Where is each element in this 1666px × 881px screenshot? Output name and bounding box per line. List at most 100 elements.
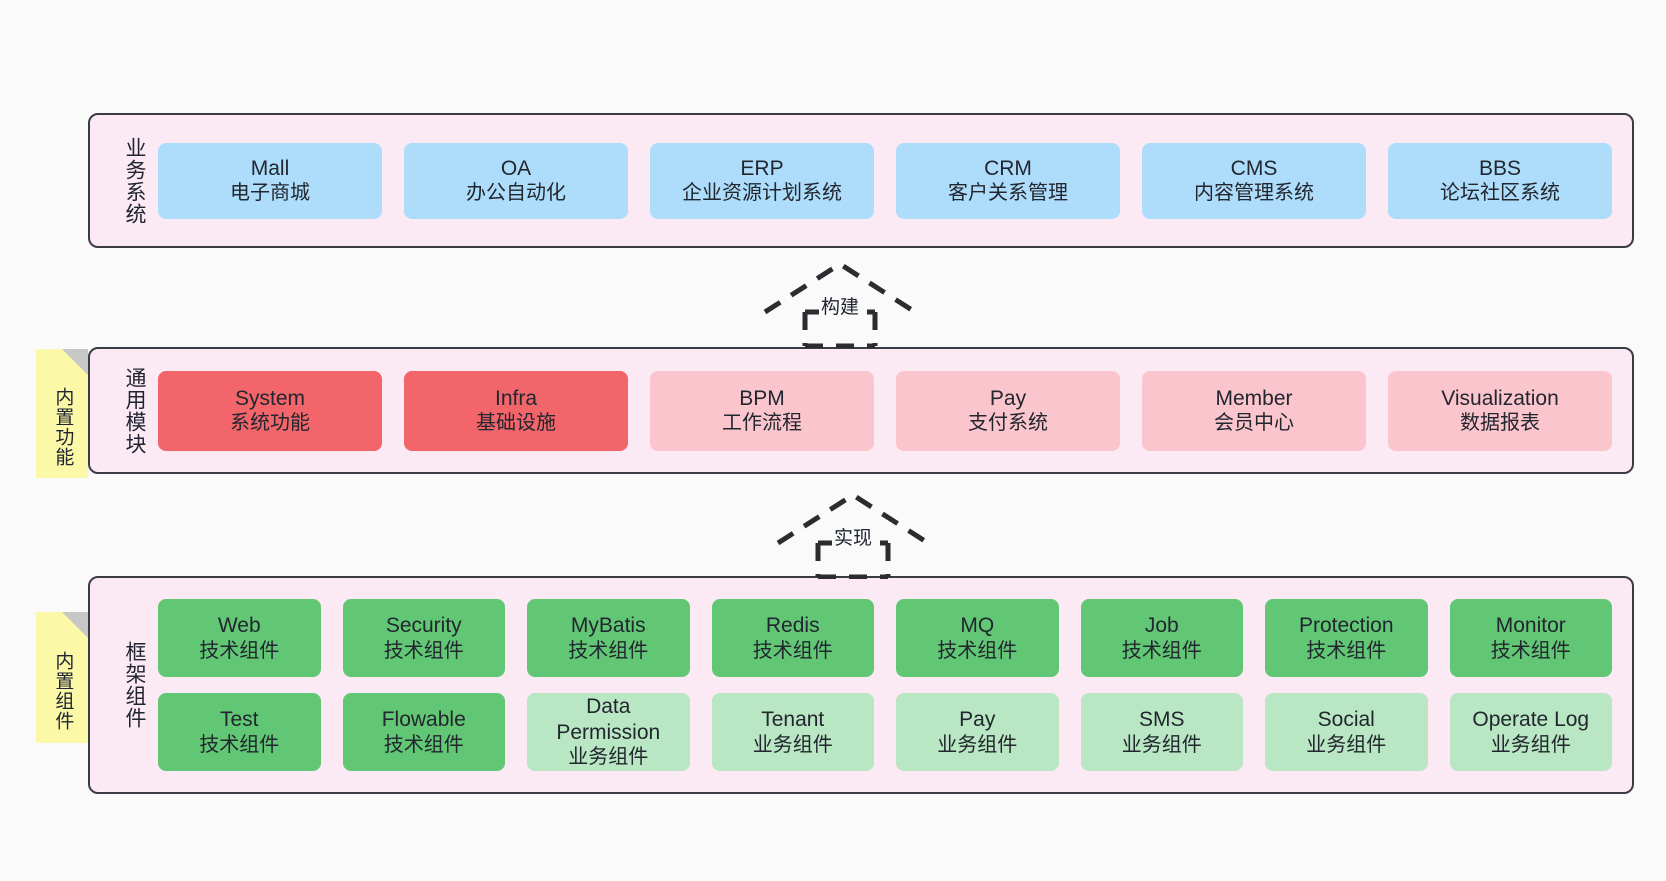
card-subtitle: 基础设施	[476, 412, 556, 435]
card-mq[interactable]: MQ 技术组件	[896, 599, 1059, 677]
sticky-note-builtin-components[interactable]: 内置组件	[36, 612, 88, 743]
card-data-permission[interactable]: Data Permission 业务组件	[527, 693, 690, 771]
layer-row: System 系统功能 Infra 基础设施 BPM 工作流程 Pay 支付系统…	[158, 370, 1612, 451]
card-system[interactable]: System 系统功能	[158, 370, 382, 451]
layer-row: Web 技术组件 Security 技术组件 MyBatis 技术组件 Redi…	[158, 599, 1612, 677]
arrow-build-icon	[763, 261, 917, 349]
card-mybatis[interactable]: MyBatis 技术组件	[527, 599, 690, 677]
card-title: Test	[219, 708, 259, 731]
card-subtitle: 客户关系管理	[948, 182, 1068, 205]
card-subtitle: 支付系统	[968, 412, 1048, 435]
card-sms[interactable]: SMS 业务组件	[1080, 693, 1243, 771]
card-operate-log[interactable]: Operate Log 业务组件	[1449, 693, 1612, 771]
card-subtitle: 业务组件	[568, 746, 649, 769]
card-redis[interactable]: Redis 技术组件	[711, 599, 874, 677]
card-title: MQ	[960, 614, 995, 637]
arrow-implement-icon	[776, 492, 930, 580]
card-job[interactable]: Job 技术组件	[1080, 599, 1243, 677]
card-social[interactable]: Social 业务组件	[1265, 693, 1428, 771]
card-pay-component[interactable]: Pay 业务组件	[896, 693, 1059, 771]
layer-body-common-modules: System 系统功能 Infra 基础设施 BPM 工作流程 Pay 支付系统…	[146, 349, 1632, 472]
card-subtitle: 技术组件	[752, 639, 833, 662]
card-erp[interactable]: ERP 企业资源计划系统	[650, 142, 874, 219]
card-title: ERP	[740, 156, 784, 180]
card-title: Infra	[494, 386, 538, 410]
card-title: Operate Log	[1472, 708, 1590, 731]
card-subtitle: 技术组件	[1490, 639, 1571, 662]
card-pay[interactable]: Pay 支付系统	[896, 370, 1120, 451]
folded-corner-icon	[62, 349, 88, 375]
sticky-note-builtin-functions[interactable]: 内置功能	[36, 349, 88, 478]
card-subtitle: 业务组件	[1490, 733, 1571, 756]
card-infra[interactable]: Infra 基础设施	[404, 370, 628, 451]
card-title: MyBatis	[570, 614, 646, 637]
card-subtitle: 技术组件	[568, 639, 649, 662]
card-subtitle: 内容管理系统	[1194, 182, 1314, 205]
card-monitor[interactable]: Monitor 技术组件	[1449, 599, 1612, 677]
card-title: Social	[1317, 708, 1375, 731]
card-title: System	[234, 386, 305, 410]
sticky-note-label: 内置组件	[52, 650, 74, 731]
layer-title-business-systems: 业务系统	[123, 136, 146, 225]
card-title: Data Permission	[556, 695, 661, 744]
card-subtitle: 数据报表	[1460, 412, 1540, 435]
card-test[interactable]: Test 技术组件	[158, 693, 321, 771]
card-mall[interactable]: Mall 电子商城	[158, 142, 382, 219]
card-flowable[interactable]: Flowable 技术组件	[342, 693, 505, 771]
card-cms[interactable]: CMS 内容管理系统	[1142, 142, 1366, 219]
card-title: BBS	[1478, 156, 1522, 180]
card-oa[interactable]: OA 办公自动化	[404, 142, 628, 219]
card-title: Job	[1144, 614, 1179, 637]
layer-body-business-systems: Mall 电子商城 OA 办公自动化 ERP 企业资源计划系统 CRM 客户关系…	[146, 115, 1632, 246]
card-subtitle: 办公自动化	[466, 182, 566, 205]
layer-title-framework-components: 框架组件	[123, 641, 146, 729]
card-title: Visualization	[1441, 386, 1559, 410]
card-subtitle: 业务组件	[1306, 733, 1387, 756]
card-tenant[interactable]: Tenant 业务组件	[711, 693, 874, 771]
card-title: Flowable	[381, 708, 466, 731]
card-web[interactable]: Web 技术组件	[158, 599, 321, 677]
folded-corner-icon	[62, 612, 88, 638]
card-subtitle: 技术组件	[937, 639, 1018, 662]
card-title: Redis	[765, 614, 820, 637]
arrow-implement-label: 实现	[831, 523, 875, 550]
card-protection[interactable]: Protection 技术组件	[1265, 599, 1428, 677]
card-title: Tenant	[761, 708, 825, 731]
card-title: Security	[385, 614, 462, 637]
card-title: CMS	[1230, 156, 1278, 180]
card-visualization[interactable]: Visualization 数据报表	[1388, 370, 1612, 451]
layer-business-systems: 业务系统 Mall 电子商城 OA 办公自动化 ERP 企业资源计划系统 CRM…	[88, 113, 1634, 248]
card-bpm[interactable]: BPM 工作流程	[650, 370, 874, 451]
card-title: Pay	[959, 708, 996, 731]
card-subtitle: 系统功能	[230, 412, 310, 435]
card-subtitle: 工作流程	[722, 412, 802, 435]
card-subtitle: 企业资源计划系统	[682, 182, 842, 205]
card-title: Protection	[1298, 614, 1394, 637]
card-subtitle: 会员中心	[1214, 412, 1294, 435]
layer-title-common-modules: 通用模块	[123, 366, 146, 455]
card-security[interactable]: Security 技术组件	[342, 599, 505, 677]
card-member[interactable]: Member 会员中心	[1142, 370, 1366, 451]
card-subtitle: 电子商城	[230, 182, 310, 205]
card-title: SMS	[1138, 708, 1185, 731]
layer-row: Test 技术组件 Flowable 技术组件 Data Permission …	[158, 693, 1612, 771]
card-subtitle: 技术组件	[199, 733, 280, 756]
layer-row: Mall 电子商城 OA 办公自动化 ERP 企业资源计划系统 CRM 客户关系…	[158, 142, 1612, 219]
layer-body-framework-components: Web 技术组件 Security 技术组件 MyBatis 技术组件 Redi…	[146, 578, 1632, 792]
card-title: Pay	[989, 386, 1027, 410]
card-subtitle: 业务组件	[937, 733, 1018, 756]
card-title: Web	[217, 614, 261, 637]
card-title: BPM	[739, 386, 785, 410]
card-subtitle: 业务组件	[752, 733, 833, 756]
card-subtitle: 技术组件	[383, 639, 464, 662]
layer-framework-components: 框架组件 Web 技术组件 Security 技术组件 MyBatis 技术组件…	[88, 576, 1634, 794]
card-subtitle: 技术组件	[383, 733, 464, 756]
card-bbs[interactable]: BBS 论坛社区系统	[1388, 142, 1612, 219]
card-crm[interactable]: CRM 客户关系管理	[896, 142, 1120, 219]
card-title: CRM	[984, 156, 1032, 180]
card-subtitle: 技术组件	[199, 639, 280, 662]
sticky-note-label: 内置功能	[52, 386, 74, 467]
arrow-implement: 实现	[768, 489, 938, 580]
card-subtitle: 论坛社区系统	[1440, 182, 1560, 205]
